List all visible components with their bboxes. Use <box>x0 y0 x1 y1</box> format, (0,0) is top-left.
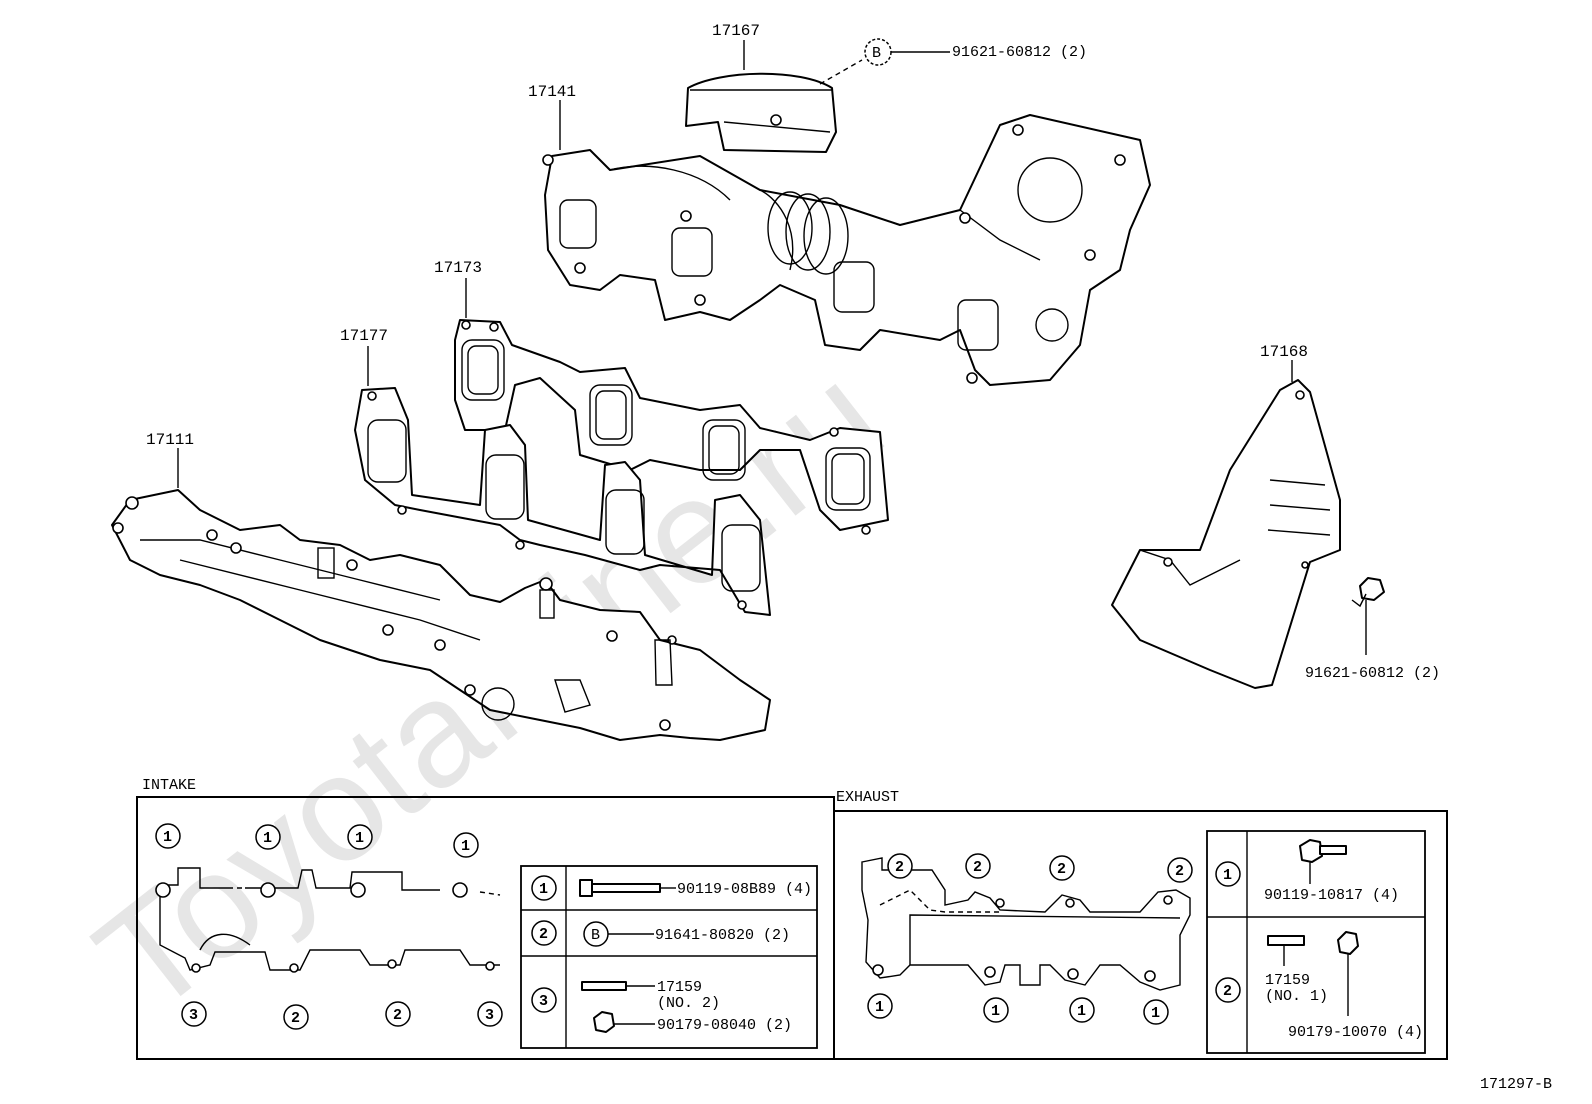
marker-3: 3 <box>485 1007 494 1024</box>
intake-markers: 1 1 1 1 3 2 2 3 <box>155 823 503 1030</box>
nut-icon <box>593 1011 615 1033</box>
exhaust-legend: 1 90119-10817 (4) 2 17159 (NO. 1) 90179-… <box>1206 830 1426 1054</box>
marker-1: 1 <box>1077 1003 1086 1020</box>
marker-1: 1 <box>1151 1005 1160 1022</box>
diagram-id: 171297-B <box>1480 1076 1552 1093</box>
label-17111: 17111 <box>146 431 194 449</box>
legend-nut-3: 90179-08040 (2) <box>657 1017 792 1034</box>
marker-1: 1 <box>355 830 364 847</box>
label-bolt-right: 91621-60812 (2) <box>1305 665 1440 682</box>
exhaust-markers: 2 2 2 2 1 1 1 1 <box>867 853 1193 1025</box>
exhaust-title: EXHAUST <box>836 789 899 806</box>
label-17168: 17168 <box>1260 343 1308 361</box>
b-marker-top: B <box>872 45 881 62</box>
legend-part-2: 91641-80820 (2) <box>655 927 790 944</box>
legend-stud-2: 17159 <box>1265 972 1310 989</box>
legend-key-2: 2 <box>539 926 548 943</box>
heat-insulator-lower <box>1111 379 1341 689</box>
intake-schematic <box>155 867 501 973</box>
marker-2: 2 <box>291 1010 300 1027</box>
bolt-icon-right <box>1351 577 1385 608</box>
marker-1: 1 <box>461 838 470 855</box>
marker-2: 2 <box>1057 861 1066 878</box>
legend-key-1: 1 <box>539 881 548 898</box>
legend-key-2: 2 <box>1223 983 1232 1000</box>
legend-part-1: 90119-08B89 (4) <box>677 881 812 898</box>
marker-2: 2 <box>973 859 982 876</box>
legend-part-1: 90119-10817 (4) <box>1264 887 1399 904</box>
exhaust-gasket <box>454 319 889 535</box>
exhaust-box <box>833 810 1448 1060</box>
nut-icon <box>1337 931 1359 955</box>
intake-gasket <box>354 387 771 616</box>
bolt-icon <box>1299 839 1347 863</box>
intake-legend: 1 90119-08B89 (4) 2 B 91641-80820 (2) 3 … <box>520 865 818 1049</box>
marker-2: 2 <box>1175 863 1184 880</box>
marker-2: 2 <box>393 1007 402 1024</box>
legend-key-3: 3 <box>539 993 548 1010</box>
label-17173: 17173 <box>434 259 482 277</box>
legend-nut-2: 90179-10070 (4) <box>1288 1024 1423 1041</box>
label-17177: 17177 <box>340 327 388 345</box>
label-17141: 17141 <box>528 83 576 101</box>
stud-icon <box>1267 935 1305 946</box>
legend-stud-no-3: (NO. 2) <box>657 995 720 1012</box>
intake-title: INTAKE <box>142 777 196 794</box>
intake-manifold <box>111 489 771 741</box>
b-marker: B <box>591 927 600 944</box>
heat-insulator-upper <box>685 72 837 153</box>
stud-icon <box>581 981 627 991</box>
exhaust-manifold <box>542 114 1151 386</box>
marker-1: 1 <box>991 1003 1000 1020</box>
legend-stud-no-2: (NO. 1) <box>1265 988 1328 1005</box>
legend-key-1: 1 <box>1223 867 1232 884</box>
label-17167: 17167 <box>712 22 760 40</box>
marker-1: 1 <box>163 829 172 846</box>
bolt-icon <box>579 879 661 897</box>
exhaust-schematic <box>861 857 1191 991</box>
legend-stud-3: 17159 <box>657 979 702 996</box>
marker-3: 3 <box>189 1007 198 1024</box>
label-bolt-top: 91621-60812 (2) <box>952 44 1087 61</box>
marker-2: 2 <box>895 859 904 876</box>
marker-1: 1 <box>875 999 884 1016</box>
marker-1: 1 <box>263 830 272 847</box>
